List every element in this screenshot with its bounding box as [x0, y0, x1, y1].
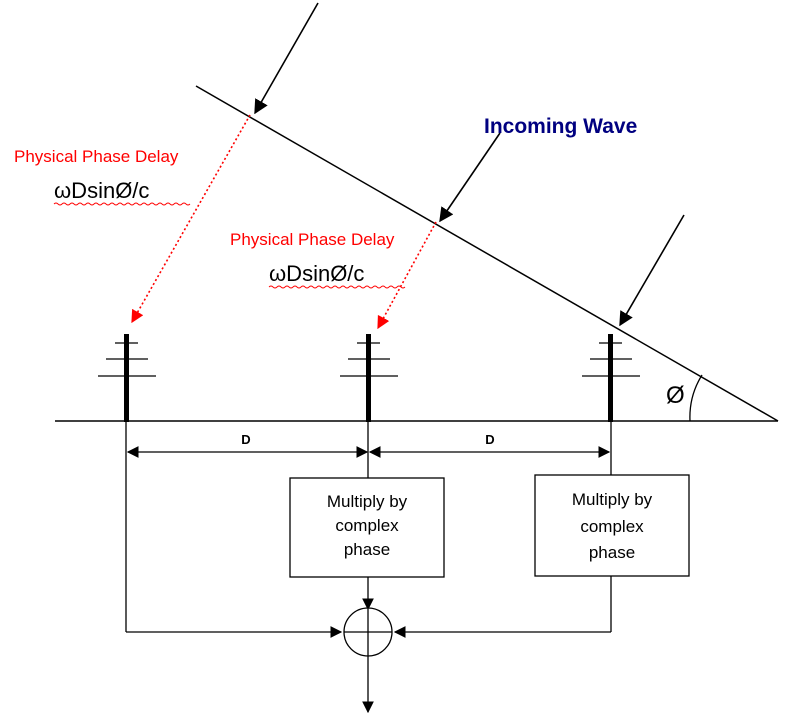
delay-label-1: Physical Phase Delay [14, 147, 179, 166]
spacing-label-1: D [241, 432, 250, 447]
spellcheck-underline-2 [268, 285, 406, 289]
antenna-icon [582, 334, 640, 422]
phase-delay-arrow-2 [377, 221, 437, 330]
antenna-icon [98, 334, 156, 422]
angle-arc [689, 374, 703, 422]
circle-plus-icon [343, 607, 393, 657]
angle-label: Ø [666, 382, 685, 409]
antenna-icon [340, 334, 398, 422]
incoming-ray-3 [619, 214, 685, 327]
wavefront-line [195, 85, 779, 422]
incoming-ray-2 [439, 132, 501, 223]
delay-label-2: Physical Phase Delay [230, 230, 395, 249]
phase-delay-arrow-1 [131, 114, 251, 324]
box-2-line-3: phase [589, 543, 635, 562]
multiply-box-1 [289, 477, 445, 578]
box-2-line-2: complex [580, 517, 644, 536]
spacing-label-2: D [485, 432, 494, 447]
multiply-box-2 [534, 474, 690, 577]
box-2-line-1: Multiply by [572, 490, 653, 509]
formula-label-2: ωDsinØ/c [269, 261, 364, 286]
box-1-line-2: complex [335, 516, 399, 535]
box-1-line-1: Multiply by [327, 492, 408, 511]
wave-label: Incoming Wave [484, 115, 637, 138]
incoming-ray-1 [254, 2, 319, 115]
spellcheck-underline-1 [53, 202, 191, 206]
box-1-line-3: phase [344, 540, 390, 559]
formula-label-1: ωDsinØ/c [54, 178, 149, 203]
